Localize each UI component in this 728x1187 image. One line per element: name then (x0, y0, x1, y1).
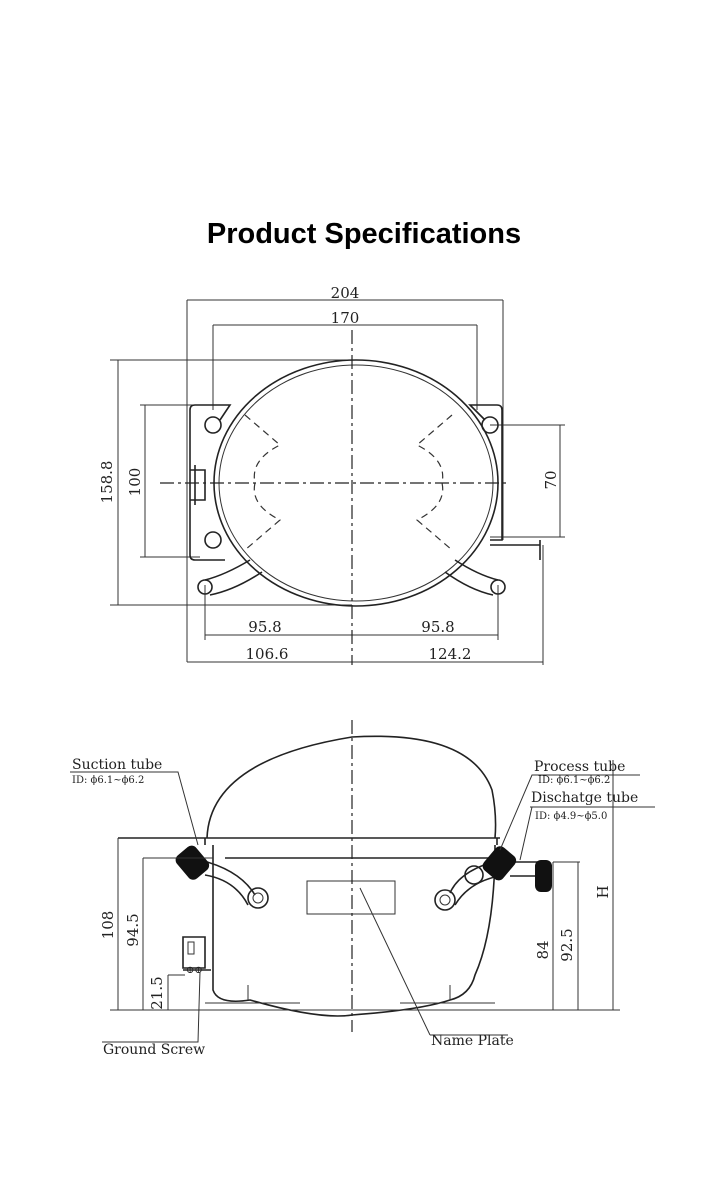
dim-108: 108 (99, 911, 117, 940)
page-title: Product Specifications (206, 218, 522, 250)
dim-92-5: 92.5 (558, 928, 576, 961)
dim-height: 158.8 (98, 461, 116, 504)
dim-right-height: 70 (542, 470, 560, 489)
discharge-tube-id: ID: ϕ4.9~ϕ5.0 (535, 811, 607, 822)
dim-94-5: 94.5 (124, 913, 142, 946)
ground-screw-icon: ⊕⊕ (186, 965, 203, 976)
name-plate-label: Name Plate (431, 1033, 514, 1049)
dim-left-total: 106.6 (246, 645, 289, 663)
process-tube-id: ID: ϕ6.1~ϕ6.2 (538, 775, 610, 786)
dim-right-foot: 95.8 (421, 618, 454, 636)
process-tube-label: Process tube (534, 759, 625, 775)
dim-21-5: 21.5 (148, 976, 166, 1009)
suction-tube-label: Suction tube (72, 757, 162, 773)
dim-mount-height: 100 (126, 468, 144, 497)
ground-screw-label: Ground Screw (103, 1042, 205, 1058)
dim-h: H (594, 885, 612, 898)
dim-84: 84 (534, 940, 552, 959)
dim-right-total: 124.2 (429, 645, 472, 663)
dim-mount-width: 170 (331, 309, 360, 327)
discharge-tube-label: Dischatge tube (531, 790, 638, 806)
side-view: ⊕⊕ 108 94.5 21.5 84 92.5 H Suction tube … (70, 720, 655, 1058)
top-view: 204 170 158.8 100 70 95.8 95.8 106.6 124… (98, 284, 565, 665)
suction-tube-id: ID: ϕ6.1~ϕ6.2 (72, 775, 144, 786)
dim-overall-width: 204 (331, 284, 360, 302)
dim-left-foot: 95.8 (248, 618, 281, 636)
